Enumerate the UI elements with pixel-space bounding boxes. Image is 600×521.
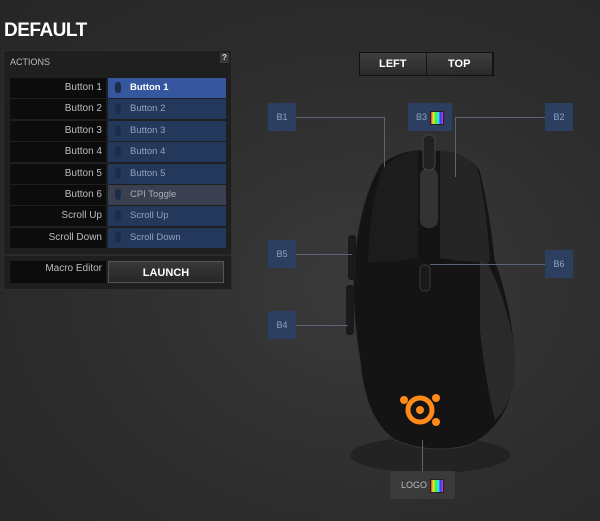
callout-b1[interactable]: B1 bbox=[268, 103, 296, 131]
action-label: Button 4 bbox=[10, 142, 106, 163]
action-value-label: CPI Toggle bbox=[130, 189, 177, 200]
macro-row: Macro Editor LAUNCH bbox=[10, 261, 226, 283]
action-label: Button 2 bbox=[10, 99, 106, 120]
action-value-button[interactable]: CPI Toggle bbox=[108, 185, 226, 205]
launch-button[interactable]: LAUNCH bbox=[108, 261, 224, 283]
action-value-button[interactable]: Scroll Down bbox=[108, 227, 226, 248]
action-row: Button 6 CPI Toggle bbox=[10, 185, 226, 205]
callout-b2[interactable]: B2 bbox=[545, 103, 573, 131]
mouse-icon bbox=[115, 167, 121, 179]
callout-b3[interactable]: B3 bbox=[408, 103, 452, 131]
action-value-button[interactable]: Button 1 bbox=[108, 78, 226, 98]
b2-leader bbox=[455, 117, 456, 177]
action-label: Scroll Up bbox=[10, 206, 106, 227]
action-row: Button 3 Button 3 bbox=[10, 120, 226, 141]
mouse-icon bbox=[115, 210, 121, 222]
rgb-color-icon[interactable] bbox=[430, 110, 444, 125]
action-label: Button 5 bbox=[10, 163, 106, 184]
action-label: Button 6 bbox=[10, 185, 106, 205]
view-toggle: LEFT TOP bbox=[359, 52, 494, 76]
view-left-button[interactable]: LEFT bbox=[360, 53, 427, 75]
rgb-color-icon[interactable] bbox=[430, 478, 444, 493]
action-value-button[interactable]: Button 2 bbox=[108, 99, 226, 120]
callout-b6[interactable]: B6 bbox=[545, 250, 573, 278]
cpi-icon bbox=[115, 189, 121, 200]
action-value-label: Button 1 bbox=[130, 82, 169, 93]
b1-leader bbox=[296, 117, 384, 118]
action-value-button[interactable]: Button 5 bbox=[108, 163, 226, 184]
actions-panel: ACTIONS ? Button 1 Button 1 Button 2 But… bbox=[3, 50, 232, 290]
action-value-label: Button 4 bbox=[130, 146, 166, 158]
mouse-icon bbox=[115, 124, 121, 136]
divider bbox=[4, 254, 231, 256]
view-top-button[interactable]: TOP bbox=[426, 53, 493, 75]
steelseries-logo bbox=[400, 394, 440, 426]
logo-label: LOGO bbox=[400, 480, 427, 490]
action-row: Button 5 Button 5 bbox=[10, 163, 226, 184]
b6-leader bbox=[430, 264, 545, 265]
action-value-button[interactable]: Button 3 bbox=[108, 120, 226, 141]
action-label: Scroll Down bbox=[10, 227, 106, 248]
cable bbox=[422, 134, 436, 171]
action-row: Scroll Down Scroll Down bbox=[10, 227, 226, 248]
side-button-back bbox=[346, 285, 354, 335]
side-button-front bbox=[348, 235, 356, 280]
action-row: Button 2 Button 2 bbox=[10, 99, 226, 120]
callout-b5[interactable]: B5 bbox=[268, 240, 296, 268]
b2-leader bbox=[455, 117, 545, 118]
b1-leader bbox=[384, 117, 385, 167]
action-value-button[interactable]: Scroll Up bbox=[108, 206, 226, 227]
action-value-label: Scroll Down bbox=[130, 231, 181, 243]
help-button[interactable]: ? bbox=[220, 53, 229, 63]
action-value-label: Button 3 bbox=[130, 124, 166, 136]
action-row: Button 1 Button 1 bbox=[10, 78, 226, 98]
action-label: Button 3 bbox=[10, 120, 106, 141]
cpi-button bbox=[419, 264, 431, 292]
action-value-label: Scroll Up bbox=[130, 210, 169, 222]
logo-leader bbox=[422, 440, 423, 471]
action-value-label: Button 5 bbox=[130, 167, 166, 179]
b5-leader bbox=[296, 254, 352, 255]
callout-b4[interactable]: B4 bbox=[268, 311, 296, 339]
b4-leader bbox=[296, 325, 348, 326]
side-grip bbox=[480, 250, 516, 420]
right-button-shape bbox=[440, 150, 490, 262]
actions-header: ACTIONS bbox=[10, 57, 51, 67]
action-value-button[interactable]: Button 4 bbox=[108, 142, 226, 163]
scroll-wheel bbox=[420, 168, 438, 228]
action-row: Button 4 Button 4 bbox=[10, 142, 226, 163]
b3-label: B3 bbox=[415, 112, 427, 122]
mouse-shadow bbox=[350, 437, 510, 473]
callout-logo[interactable]: LOGO bbox=[390, 471, 455, 499]
profile-title: DEFAULT bbox=[4, 20, 87, 41]
macro-editor-label: Macro Editor bbox=[10, 261, 106, 283]
mouse-icon bbox=[115, 82, 121, 93]
mouse-icon bbox=[115, 231, 121, 243]
mouse-icon bbox=[115, 146, 121, 158]
action-value-label: Button 2 bbox=[130, 103, 166, 115]
action-row: Scroll Up Scroll Up bbox=[10, 206, 226, 227]
left-button-shape bbox=[368, 150, 418, 262]
mouse-icon bbox=[115, 103, 121, 115]
action-label: Button 1 bbox=[10, 78, 106, 98]
